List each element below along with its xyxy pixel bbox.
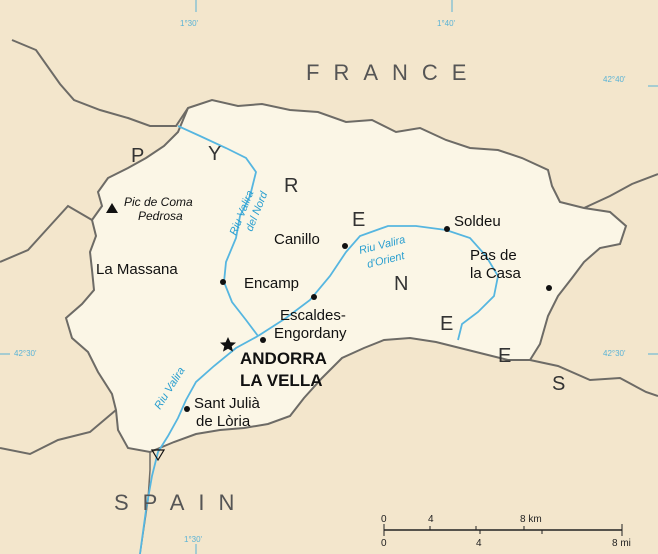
andorra-territory [64, 98, 628, 454]
border-crossing-icon [150, 449, 166, 462]
town-label-la-massana: La Massana [96, 261, 178, 278]
river-valira-del-nord [177, 125, 259, 337]
town-dot-la-massana [220, 279, 226, 285]
town-label-escaldes-2: Engordany [274, 325, 347, 342]
scale-mi-0: 0 [381, 538, 387, 549]
scale-mi-4: 4 [476, 538, 482, 549]
pyrenees-letter: R [284, 175, 298, 197]
scale-mi-8: 8 mi [612, 538, 631, 549]
border-line-east [583, 173, 658, 209]
country-label-france: FRANCE [306, 60, 480, 85]
river-valira-orient [257, 225, 499, 341]
town-dot-pas-de-la-casa [546, 285, 552, 291]
country-label-spain: SPAIN [114, 490, 248, 515]
coord-top-left: 1°30' [180, 19, 199, 28]
river-valira [139, 335, 259, 554]
pyrenees-letter: E [440, 313, 453, 335]
town-label-encamp: Encamp [244, 275, 299, 292]
pyrenees-letter: N [394, 273, 408, 295]
coord-bottom: 1°30' [184, 535, 203, 544]
town-dot-soldeu [444, 226, 450, 232]
peak-triangle-icon [106, 203, 118, 213]
town-label-pas-de-la-casa-2: la Casa [470, 265, 522, 282]
town-dot-sant-julia [184, 406, 190, 412]
capital-label-line1: ANDORRA [240, 349, 327, 368]
coord-top-right: 1°40' [437, 19, 456, 28]
scale-km-8: 8 km [520, 514, 542, 525]
capital-label-line2: LA VELLA [240, 371, 322, 390]
pyrenees-letter: S [552, 373, 565, 395]
town-label-soldeu: Soldeu [454, 213, 501, 230]
town-dot-encamp [311, 294, 317, 300]
coord-left-lower: 42°30' [14, 349, 37, 358]
scale-bar: 0 4 8 km 0 4 8 mi [381, 514, 631, 549]
border-line-southwest [0, 409, 117, 456]
peak-label-line1: Pic de Coma [124, 195, 193, 209]
capital-star-icon [220, 337, 236, 352]
pyrenees-letter: Y [208, 143, 221, 165]
pyrenees-letter: P [131, 145, 144, 167]
town-label-escaldes-1: Escaldes- [280, 307, 346, 324]
town-label-pas-de-la-casa-1: Pas de [470, 247, 517, 264]
town-label-sant-julia-1: Sant Julià [194, 395, 261, 412]
coord-right-upper: 42°40' [603, 75, 626, 84]
pyrenees-letter: E [498, 345, 511, 367]
town-label-canillo: Canillo [274, 231, 320, 248]
coord-right-lower: 42°30' [603, 349, 626, 358]
border-line-west [0, 204, 93, 263]
pyrenees-letter: E [352, 209, 365, 231]
town-label-sant-julia-2: de Lòria [196, 413, 251, 430]
town-dot-escaldes [260, 337, 266, 343]
town-dot-canillo [342, 243, 348, 249]
peak-label-line2: Pedrosa [138, 209, 183, 223]
scale-km-4: 4 [428, 514, 434, 525]
border-line-southeast [529, 359, 658, 397]
scale-km-0: 0 [381, 514, 387, 525]
border-line-northwest [11, 39, 189, 127]
